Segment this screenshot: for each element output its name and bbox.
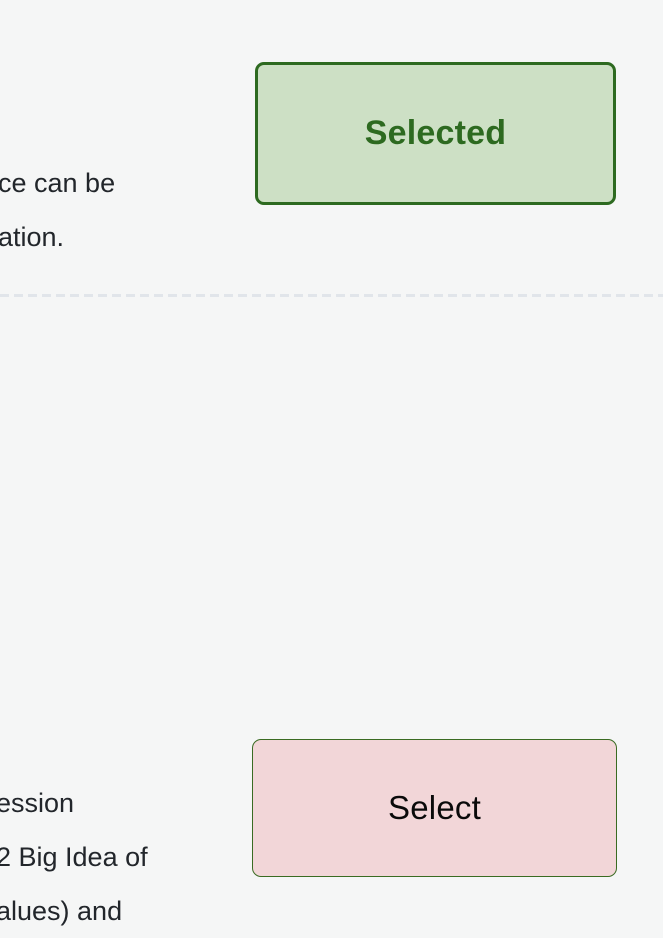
option-description-selected: ce can be ation. (0, 156, 115, 264)
description-line: ession (0, 788, 75, 818)
description-line: ce can be (0, 168, 116, 198)
option-description-select: ession 2 Big Idea of alues) and (0, 776, 148, 938)
description-line: alues) and (0, 896, 123, 926)
select-button[interactable]: Select (252, 739, 617, 877)
option-row-select: ession 2 Big Idea of alues) and Select (0, 296, 663, 926)
selected-button[interactable]: Selected (255, 62, 616, 205)
option-row-selected: ce can be ation. Selected (0, 0, 663, 295)
description-line: 2 Big Idea of (0, 842, 148, 872)
description-line: ation. (0, 222, 65, 252)
row-divider (0, 294, 663, 297)
